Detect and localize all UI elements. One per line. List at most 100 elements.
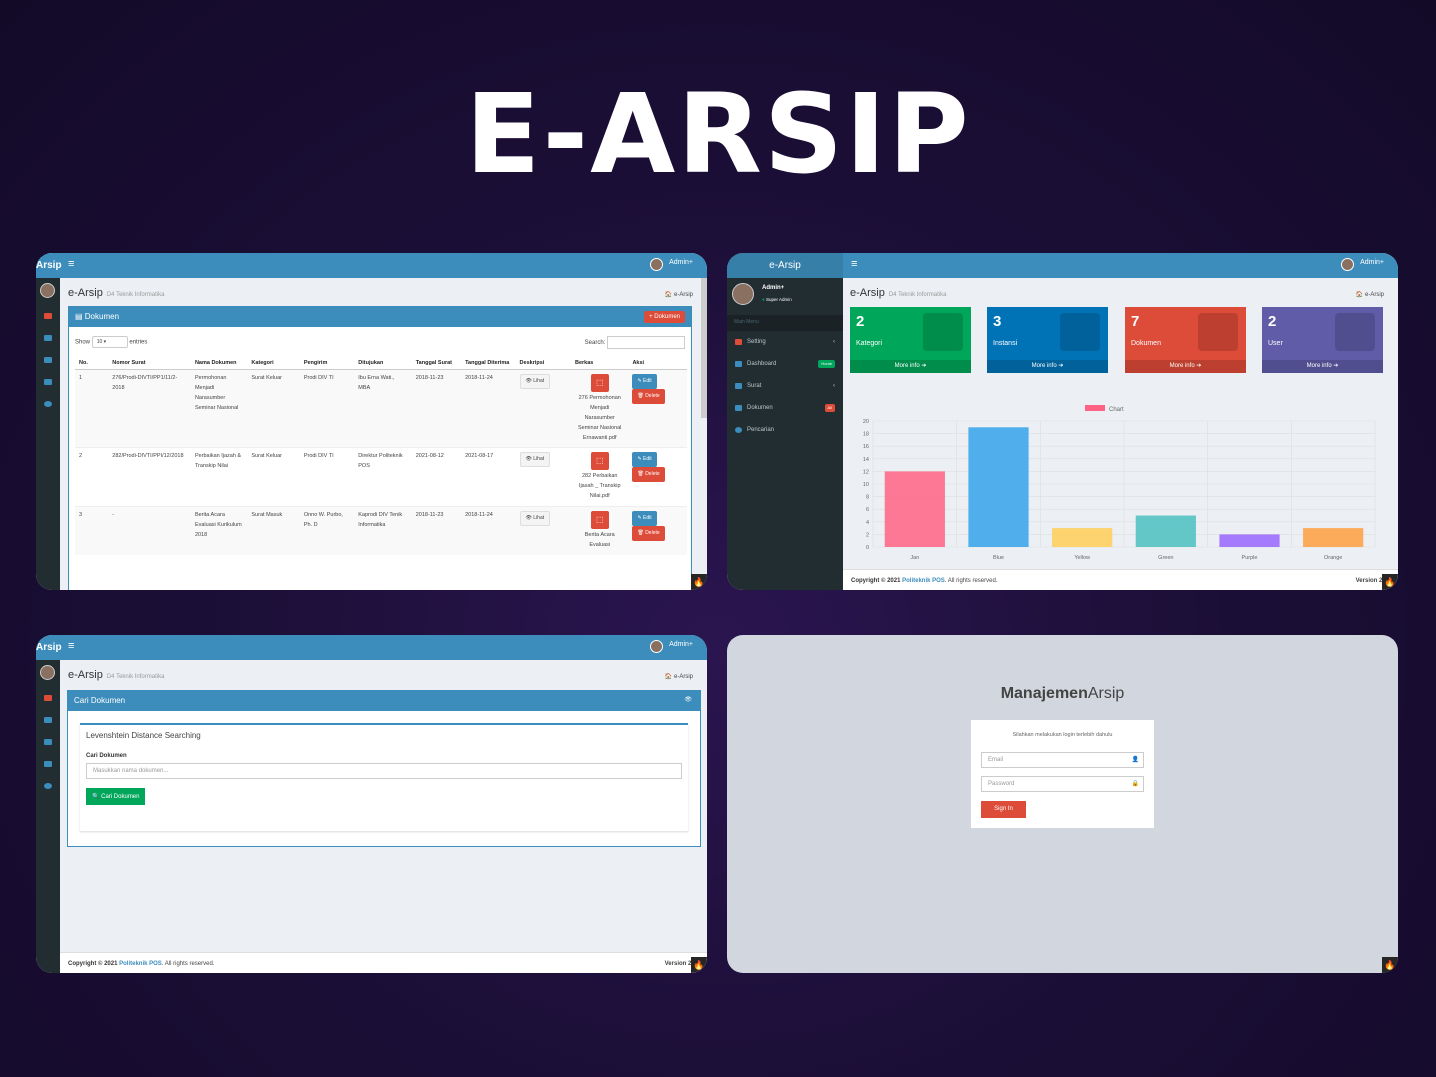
legend-label: Chart bbox=[1109, 407, 1124, 413]
user-avatar[interactable] bbox=[650, 640, 663, 653]
add-document-button[interactable]: + Dokumen bbox=[644, 311, 685, 323]
file-link[interactable]: 282 Perbaikan Ijasah _ Transkip Nilai.pd… bbox=[578, 473, 621, 500]
password-field[interactable]: Password 🔒 bbox=[981, 776, 1144, 792]
menu-toggle-icon[interactable]: ≡ bbox=[68, 640, 75, 652]
sidebar-item-label: Dokumen bbox=[747, 405, 773, 411]
footer-org-link[interactable]: Politeknik POS bbox=[119, 961, 162, 967]
col-header[interactable]: Ditujukan bbox=[354, 357, 412, 370]
pdf-icon bbox=[1198, 313, 1238, 351]
pdf-file-icon[interactable]: ⬚ bbox=[590, 511, 609, 530]
col-header[interactable]: No. bbox=[75, 357, 109, 370]
col-header[interactable]: Nama Dokumen bbox=[190, 357, 248, 370]
edit-button[interactable]: ✎ Edit bbox=[632, 511, 657, 527]
footer: Copyright © 2021 Politeknik POS. All rig… bbox=[843, 569, 1398, 590]
y-tick-label: 14 bbox=[863, 457, 869, 463]
more-info-link[interactable]: More info ➔ bbox=[987, 360, 1108, 373]
show-label: Show bbox=[75, 339, 91, 346]
x-tick-label: Green bbox=[1158, 555, 1173, 561]
cell-tgl-surat: 2018-11-23 bbox=[411, 368, 462, 448]
y-tick-label: 16 bbox=[863, 444, 869, 450]
x-tick-label: Purple bbox=[1242, 555, 1258, 561]
col-header[interactable]: Pengirim bbox=[299, 357, 355, 370]
sidebar-logo[interactable]: e-Arsip bbox=[727, 253, 843, 278]
search-input[interactable]: Masukkan nama dokumen... bbox=[86, 763, 682, 779]
email-placeholder: Email bbox=[988, 757, 1004, 763]
breadcrumb[interactable]: 🏠 e-Arsip bbox=[664, 292, 693, 298]
home-badge: Home bbox=[818, 360, 835, 368]
pdf-file-icon[interactable]: ⬚ bbox=[590, 452, 609, 471]
x-tick-label: Blue bbox=[993, 555, 1004, 561]
user-avatar[interactable] bbox=[650, 258, 663, 271]
setting-icon[interactable] bbox=[44, 695, 52, 701]
search-icon[interactable] bbox=[44, 783, 52, 789]
col-header[interactable]: Kategori bbox=[247, 357, 300, 370]
sign-in-button[interactable]: Sign In bbox=[981, 801, 1026, 818]
send-icon[interactable] bbox=[44, 357, 52, 363]
document-icon[interactable] bbox=[44, 761, 52, 767]
sidebar-item-surat[interactable]: Surat‹ bbox=[727, 375, 843, 397]
more-info-link[interactable]: More info ➔ bbox=[850, 360, 971, 373]
user-menu[interactable]: Admin+ bbox=[1360, 259, 1384, 266]
entries-select[interactable]: 10 ▾ bbox=[91, 336, 128, 348]
delete-button[interactable]: 🗑 Delete bbox=[632, 526, 665, 542]
lihat-button[interactable]: 👁 Lihat bbox=[519, 511, 551, 527]
more-info-link[interactable]: More info ➔ bbox=[1262, 360, 1383, 373]
breadcrumb[interactable]: 🏠 e-Arsip bbox=[664, 674, 693, 680]
scrollbar[interactable] bbox=[701, 278, 707, 418]
email-field[interactable]: Email 👤 bbox=[981, 752, 1144, 768]
col-header[interactable]: Tanggal Surat bbox=[411, 357, 462, 370]
delete-button[interactable]: 🗑 Delete bbox=[632, 467, 665, 483]
table-search-input[interactable] bbox=[607, 336, 685, 349]
footer-copyright: Copyright © 2021 bbox=[68, 961, 120, 967]
menu-toggle-icon[interactable]: ≡ bbox=[68, 258, 75, 270]
col-header[interactable]: Berkas bbox=[570, 357, 629, 370]
flame-icon: 🔥 bbox=[1382, 957, 1398, 973]
more-info-link[interactable]: More info ➔ bbox=[1125, 360, 1246, 373]
dashboard-icon[interactable] bbox=[44, 717, 52, 723]
bar bbox=[1052, 528, 1113, 547]
setting-icon[interactable] bbox=[44, 313, 52, 319]
user-menu[interactable]: Admin+ bbox=[669, 259, 693, 266]
delete-button[interactable]: 🗑 Delete bbox=[632, 389, 665, 404]
col-header[interactable]: Deskripsi bbox=[515, 357, 571, 370]
stat-tile-instansi: 3 Instansi More info ➔ bbox=[987, 307, 1108, 373]
user-menu[interactable]: Admin+ bbox=[669, 641, 693, 648]
user-avatar[interactable] bbox=[1341, 258, 1354, 271]
col-header[interactable]: Aksi bbox=[628, 357, 687, 370]
file-link[interactable]: Berita Acara Evaluasi bbox=[584, 532, 615, 549]
edit-button[interactable]: ✎ Edit bbox=[632, 374, 657, 389]
bar bbox=[1303, 528, 1364, 547]
hero-title: E-ARSIP bbox=[465, 70, 971, 198]
sidebar-item-setting[interactable]: Setting‹ bbox=[727, 331, 843, 353]
search-button[interactable]: 🔍 Cari Dokumen bbox=[86, 788, 146, 805]
brand-logo[interactable]: Arsip bbox=[36, 260, 62, 271]
file-link[interactable]: 276 Permohonan Menjadi Narasumber Semina… bbox=[578, 395, 622, 441]
cell-tgl-diterima: 2021-08-17 bbox=[461, 447, 516, 507]
cell-nama: Berita Acara Evaluasi Kurikulum 2018 bbox=[190, 506, 248, 555]
tile-label: User bbox=[1268, 340, 1283, 347]
col-header[interactable]: Tanggal Diterima bbox=[461, 357, 516, 370]
search-box-header: Cari Dokumen 👁 bbox=[68, 691, 700, 711]
document-icon[interactable] bbox=[44, 379, 52, 385]
cell-nomor: 282/Prodi-DIVTI/PPI/12/2018 bbox=[108, 447, 191, 507]
search-icon[interactable] bbox=[44, 401, 52, 407]
pdf-file-icon[interactable]: ⬚ bbox=[590, 374, 609, 392]
col-header[interactable]: Nomor Surat bbox=[108, 357, 191, 370]
footer-org-link[interactable]: Politeknik POS bbox=[902, 578, 945, 584]
breadcrumb[interactable]: 🏠 e-Arsip bbox=[1355, 292, 1384, 298]
edit-button[interactable]: ✎ Edit bbox=[632, 452, 657, 468]
sidebar-user-status: ● Super Admin bbox=[762, 297, 792, 302]
send-icon[interactable] bbox=[44, 739, 52, 745]
lihat-button[interactable]: 👁 Lihat bbox=[519, 452, 551, 468]
menu-toggle-icon[interactable]: ≡ bbox=[851, 258, 858, 270]
documents-box-title: Dokumen bbox=[84, 312, 120, 321]
dashboard-icon[interactable] bbox=[44, 335, 52, 341]
brand-logo[interactable]: Arsip bbox=[36, 642, 62, 653]
lihat-button[interactable]: 👁 Lihat bbox=[519, 374, 551, 389]
eye-icon[interactable]: 👁 bbox=[684, 697, 692, 703]
bar bbox=[968, 427, 1029, 547]
cell-deskripsi: 👁 Lihat bbox=[515, 447, 571, 507]
sidebar-item-pencarian[interactable]: Pencarian bbox=[727, 419, 843, 441]
